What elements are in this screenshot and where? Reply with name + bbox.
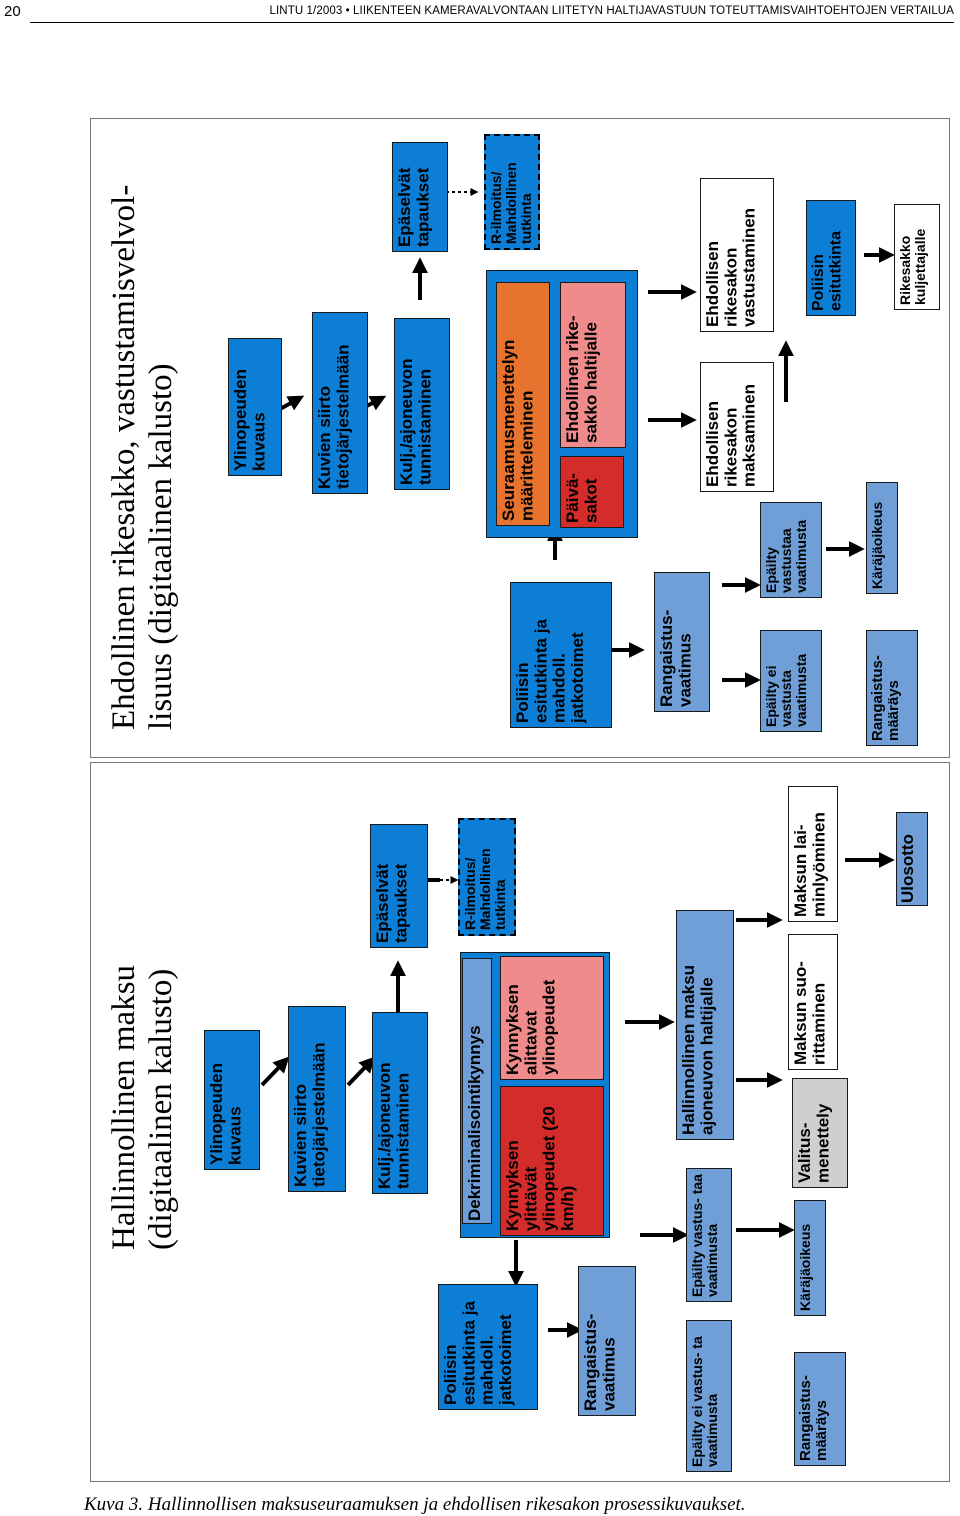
r-rikesakko-kuljettajalle: Rikesakko kuljettajalle xyxy=(894,204,940,310)
r-rangaistusmaarays: Rangaistus- määräys xyxy=(866,630,918,746)
right-diagram-frame xyxy=(90,118,950,758)
page-number: 20 xyxy=(4,3,21,20)
r-karajaoikeus: Käräjäoikeus xyxy=(866,482,898,594)
left-diagram-frame xyxy=(90,762,950,1482)
l-maksun-suorittaminen: Maksun suo- rittaminen xyxy=(788,934,838,1070)
l-rangaistusvaatimus: Rangaistus- vaatimus xyxy=(578,1266,636,1416)
l-rangaistusmaarays: Rangaistus- määräys xyxy=(794,1352,846,1466)
r-epailty-vastustaa: Epäilty vastustaa vaatimusta xyxy=(760,502,822,598)
r-paivasakot: Päivä- sakot xyxy=(560,456,624,528)
right-diagram-title: Ehdollinen rikesakko, vastustamisvelvol-… xyxy=(106,145,180,730)
left-title-line1: Hallinnollinen maksu xyxy=(106,964,142,1250)
r-r-ilmoitus: R-ilmoitus/ Mahdollinen tutkinta xyxy=(484,134,540,250)
l-kulj-tunnistaminen: Kulj./ajoneuvon tunnistaminen xyxy=(372,1012,428,1194)
header-rule xyxy=(30,22,954,23)
l-dekriminalisointikynnys: Dekriminalisointikynnys xyxy=(462,958,492,1224)
l-maksun-laiminlyominen: Maksun lai- minlyöminen xyxy=(788,786,838,922)
l-epailty-ei-vastusta: Epäilty ei vastus- ta vaatimusta xyxy=(686,1320,732,1472)
r-rangaistusvaatimus: Rangaistus- vaatimus xyxy=(654,572,710,712)
l-poliisin-esitutkinta: Poliisin esitutkinta ja mahdoll. jatkoto… xyxy=(438,1284,538,1410)
left-diagram-title: Hallinnollinen maksu (digitaalinen kalus… xyxy=(106,930,180,1250)
l-ylinopeuden-kuvaus: Ylinopeuden kuvaus xyxy=(204,1030,260,1170)
l-epaselvat: Epäselvät tapaukset xyxy=(370,824,428,948)
r-kuvien-siirto: Kuvien siirto tietojärjestelmään xyxy=(312,312,368,494)
l-karajaoikeus: Käräjäoikeus xyxy=(794,1200,826,1316)
right-title-line1: Ehdollinen rikesakko, vastustamisvelvol- xyxy=(106,184,142,730)
l-alittavat: Kynnyksen alittavat ylinopeudet xyxy=(500,956,604,1080)
r-ehdollisen-maksaminen: Ehdollisen rikesakon maksaminen xyxy=(700,362,774,492)
r-ehdollinen-rikesakko: Ehdollinen rike- sakko haltijalle xyxy=(560,282,626,448)
running-head: LINTU 1/2003 • LIIKENTEEN KAMERAVALVONTA… xyxy=(269,5,954,17)
l-kuvien-siirto: Kuvien siirto tietojärjestelmään xyxy=(288,1006,346,1192)
r-poliisin-esitutkinta2: Poliisin esitutkinta xyxy=(806,200,856,316)
l-r-ilmoitus: R-ilmoitus/ Mahdollinen tutkinta xyxy=(458,818,516,936)
l-ulosotto: Ulosotto xyxy=(896,812,928,906)
page-header: 20 LINTU 1/2003 • LIIKENTEEN KAMERAVALVO… xyxy=(0,0,960,24)
r-epaselvat: Epäselvät tapaukset xyxy=(392,142,448,252)
r-ylinopeuden-kuvaus: Ylinopeuden kuvaus xyxy=(228,338,282,476)
r-poliisin-esitutkinta: Poliisin esitutkinta ja mahdoll. jatkoto… xyxy=(510,582,612,728)
right-title-line2: lisuus (digitaalinen kalusto) xyxy=(142,363,179,730)
l-hallinnollinen-maksu: Hallinnollinen maksu ajoneuvon haltijall… xyxy=(676,910,734,1140)
r-ehdollisen-vastustaminen: Ehdollisen rikesakon vastustaminen xyxy=(700,178,774,332)
l-epailty-vastustaa: Epäilty vastus- taa vaatimusta xyxy=(686,1168,732,1302)
figure-caption: Kuva 3. Hallinnollisen maksuseuraamuksen… xyxy=(84,1494,746,1515)
l-ylittavat: Kynnyksen ylittävät ylinopeudet (20 km/h… xyxy=(500,1086,604,1236)
l-valitusmenettely: Valitus- menettely xyxy=(792,1078,848,1188)
r-kulj-tunnistaminen: Kulj./ajoneuvon tunnistaminen xyxy=(394,318,450,490)
r-epailty-ei-vastusta: Epäilty ei vastusta vaatimusta xyxy=(760,630,822,732)
left-title-line2: (digitaalinen kalusto) xyxy=(142,968,179,1250)
r-seuraamusmenettelyn: Seuraamusmenettelyn määritteleminen xyxy=(496,282,550,526)
